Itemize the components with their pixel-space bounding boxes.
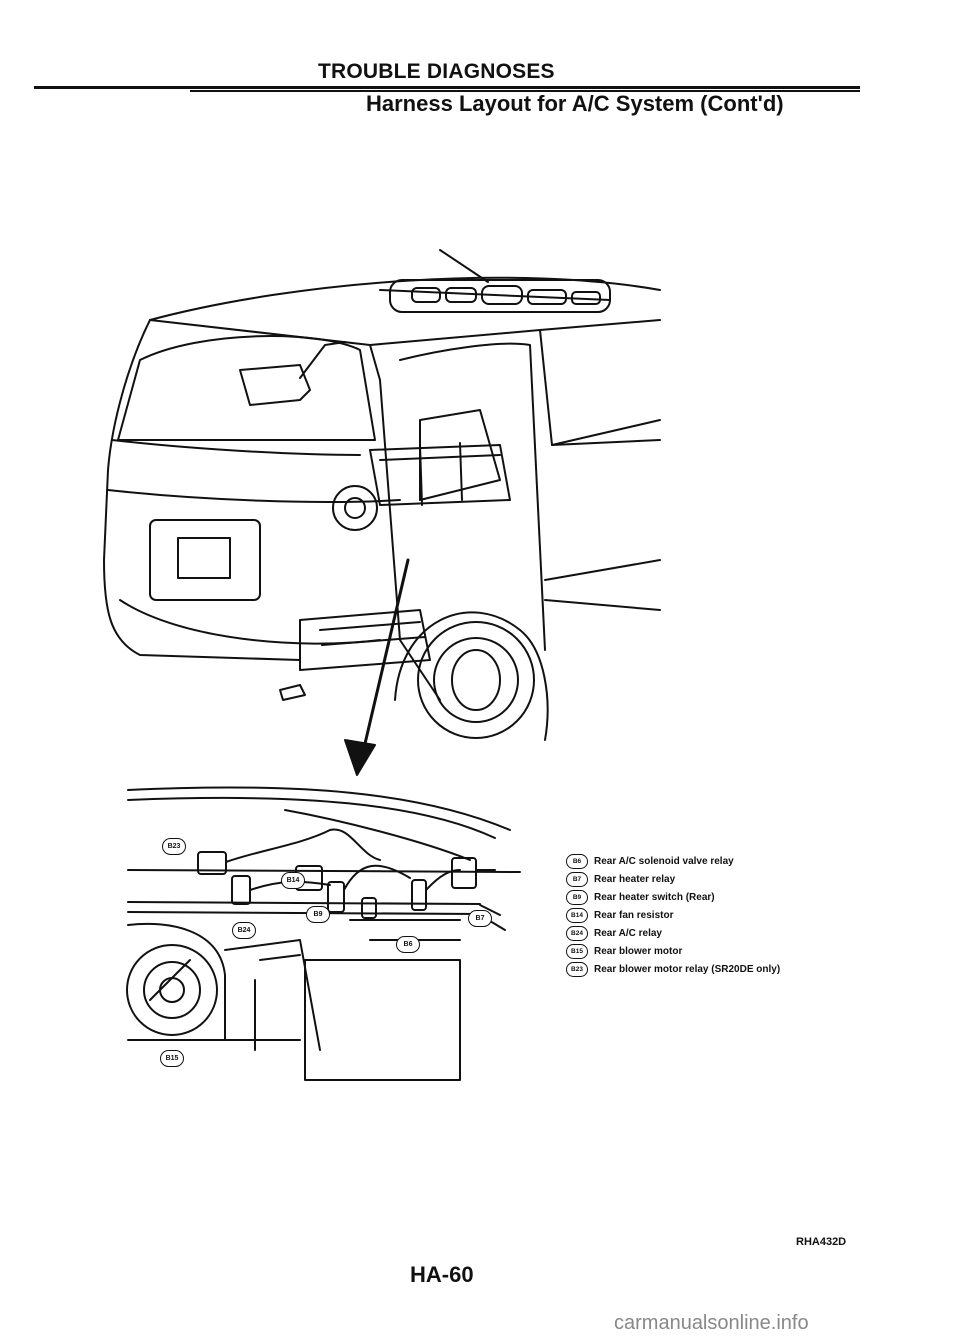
legend-code-badge: B7 — [566, 871, 588, 887]
legend-item: B14 Rear fan resistor — [566, 906, 896, 924]
legend-code-badge: B14 — [566, 907, 588, 923]
legend-item: B6 Rear A/C solenoid valve relay — [566, 852, 896, 870]
page-subtitle: Harness Layout for A/C System (Cont'd) — [366, 91, 784, 116]
legend-label: Rear blower motor — [594, 945, 683, 957]
header-rule-secondary — [190, 90, 860, 92]
header-rule — [34, 86, 860, 89]
legend-code-badge: B24 — [566, 925, 588, 941]
callout-b14: B14 — [281, 872, 305, 889]
legend-label: Rear A/C relay — [594, 927, 662, 939]
legend-item: B15 Rear blower motor — [566, 942, 896, 960]
legend-label: Rear A/C solenoid valve relay — [594, 855, 734, 867]
legend-item: B7 Rear heater relay — [566, 870, 896, 888]
callout-b24: B24 — [232, 922, 256, 939]
legend-code-badge: B6 — [566, 853, 588, 869]
legend-code-badge: B15 — [566, 943, 588, 959]
figure-code: RHA432D — [796, 1236, 847, 1248]
callout-b7: B7 — [468, 910, 492, 927]
legend-item: B9 Rear heater switch (Rear) — [566, 888, 896, 906]
legend-item: B23 Rear blower motor relay (SR20DE only… — [566, 960, 896, 978]
callout-b6: B6 — [396, 936, 420, 953]
callout-b23: B23 — [162, 838, 186, 855]
detail-view — [126, 786, 521, 1081]
van-illustration — [103, 249, 661, 776]
legend-label: Rear heater relay — [594, 873, 676, 885]
legend-label: Rear heater switch (Rear) — [594, 891, 715, 903]
legend-label: Rear blower motor relay (SR20DE only) — [594, 963, 781, 975]
watermark: carmanualsonline.info — [614, 1312, 809, 1334]
callout-b15: B15 — [160, 1050, 184, 1067]
section-title: TROUBLE DIAGNOSES — [318, 60, 555, 83]
callout-b9: B9 — [306, 906, 330, 923]
page-number: HA-60 — [410, 1262, 474, 1287]
legend-code-badge: B23 — [566, 961, 588, 977]
legend-label: Rear fan resistor — [594, 909, 674, 921]
legend-item: B24 Rear A/C relay — [566, 924, 896, 942]
legend-code-badge: B9 — [566, 889, 588, 905]
component-legend: B6 Rear A/C solenoid valve relay B7 Rear… — [566, 852, 896, 978]
